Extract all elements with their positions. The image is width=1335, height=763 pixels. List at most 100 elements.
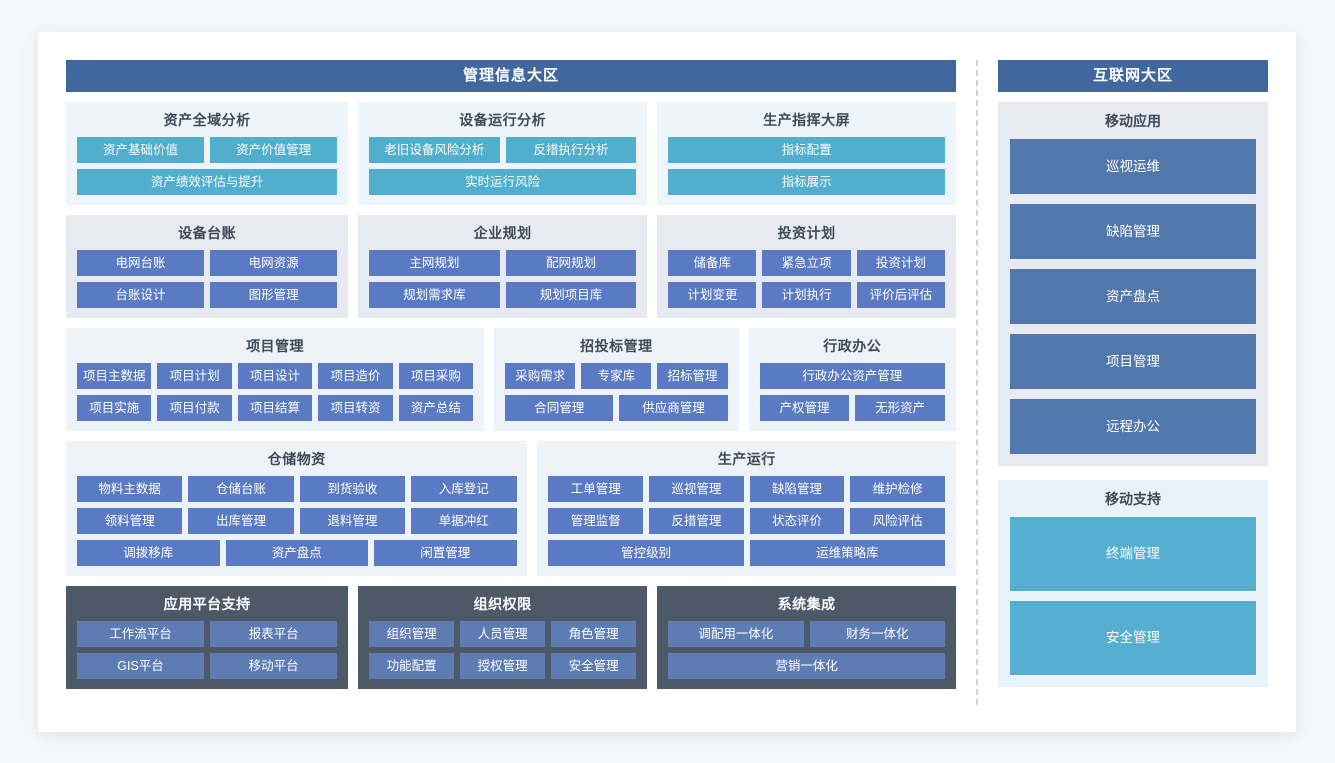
module-tile-指标展示[interactable]: 指标展示: [668, 169, 945, 195]
architecture-diagram-page: 管理信息大区 资产全域分析资产基础价值资产价值管理资产绩效评估与提升设备运行分析…: [38, 32, 1296, 732]
tile-row: 调配用一体化财务一体化: [668, 621, 945, 647]
module-tile-移动平台[interactable]: 移动平台: [210, 653, 338, 679]
card-title: 应用平台支持: [163, 596, 251, 612]
app-tile-项目管理[interactable]: 项目管理: [1010, 334, 1256, 389]
tile-row: 实时运行风险: [369, 169, 637, 195]
module-tile-资产盘点[interactable]: 资产盘点: [225, 540, 368, 566]
module-tile-组织管理[interactable]: 组织管理: [369, 621, 455, 647]
module-tile-无形资产[interactable]: 无形资产: [855, 395, 946, 421]
module-tile-紧急立项[interactable]: 紧急立项: [762, 250, 851, 276]
module-tile-资产总结[interactable]: 资产总结: [398, 395, 474, 421]
module-tile-项目转资[interactable]: 项目转资: [318, 395, 393, 421]
module-tile-招标管理[interactable]: 招标管理: [657, 363, 728, 389]
tile-row: 调拨移库资产盘点闲置管理: [77, 540, 517, 566]
module-tile-行政办公资产管理[interactable]: 行政办公资产管理: [759, 363, 945, 389]
module-tile-电网资源[interactable]: 电网资源: [210, 250, 338, 276]
module-tile-供应商管理[interactable]: 供应商管理: [619, 395, 728, 421]
module-tile-项目计划[interactable]: 项目计划: [157, 363, 232, 389]
module-tile-合同管理[interactable]: 合同管理: [505, 395, 614, 421]
card-body: 物料主数据仓储台账到货验收入库登记领料管理出库管理退料管理单据冲红调拨移库资产盘…: [77, 476, 517, 566]
tile-row: 物料主数据仓储台账到货验收入库登记: [77, 476, 517, 502]
module-tile-入库登记[interactable]: 入库登记: [411, 476, 517, 502]
module-tile-指标配置[interactable]: 指标配置: [668, 137, 945, 163]
module-tile-巡视管理[interactable]: 巡视管理: [649, 476, 744, 502]
module-tile-授权管理[interactable]: 授权管理: [460, 653, 546, 679]
app-tile-缺陷管理[interactable]: 缺陷管理: [1010, 204, 1256, 259]
module-tile-图形管理[interactable]: 图形管理: [210, 282, 338, 308]
module-tile-专家库[interactable]: 专家库: [581, 363, 652, 389]
app-tile-远程办公[interactable]: 远程办公: [1010, 399, 1256, 454]
module-tile-角色管理[interactable]: 角色管理: [551, 621, 637, 647]
module-tile-人员管理[interactable]: 人员管理: [460, 621, 546, 647]
module-tile-领料管理[interactable]: 领料管理: [77, 508, 183, 534]
module-tile-主网规划[interactable]: 主网规划: [369, 250, 500, 276]
card-title: 招投标管理: [580, 338, 653, 354]
module-tile-工单管理[interactable]: 工单管理: [548, 476, 644, 502]
module-tile-项目采购[interactable]: 项目采购: [398, 363, 474, 389]
module-tile-营销一体化[interactable]: 营销一体化: [668, 653, 945, 679]
app-tile-终端管理[interactable]: 终端管理: [1010, 517, 1256, 591]
module-tile-管控级别[interactable]: 管控级别: [548, 540, 744, 566]
module-tile-规划需求库[interactable]: 规划需求库: [369, 282, 500, 308]
module-tile-状态评价[interactable]: 状态评价: [749, 508, 845, 534]
module-tile-计划变更[interactable]: 计划变更: [668, 282, 757, 308]
module-tile-出库管理[interactable]: 出库管理: [188, 508, 294, 534]
module-tile-资产价值管理[interactable]: 资产价值管理: [210, 137, 338, 163]
card-title: 组织权限: [473, 596, 532, 612]
module-tile-老旧设备风险分析[interactable]: 老旧设备风险分析: [369, 137, 500, 163]
module-tile-产权管理[interactable]: 产权管理: [759, 395, 850, 421]
module-tile-风险评估[interactable]: 风险评估: [850, 508, 945, 534]
module-tile-到货验收[interactable]: 到货验收: [299, 476, 406, 502]
module-tile-评价后评估[interactable]: 评价后评估: [856, 282, 945, 308]
module-tile-工作流平台[interactable]: 工作流平台: [77, 621, 205, 647]
card-title: 设备运行分析: [459, 112, 547, 128]
app-tile-安全管理[interactable]: 安全管理: [1010, 601, 1256, 675]
module-tile-采购需求[interactable]: 采购需求: [505, 363, 576, 389]
app-tile-资产盘点[interactable]: 资产盘点: [1010, 269, 1256, 324]
module-tile-反措执行分析[interactable]: 反措执行分析: [505, 137, 637, 163]
module-tile-实时运行风险[interactable]: 实时运行风险: [369, 169, 637, 195]
module-tile-物料主数据[interactable]: 物料主数据: [77, 476, 183, 502]
module-tile-项目付款[interactable]: 项目付款: [157, 395, 232, 421]
module-tile-电网台账[interactable]: 电网台账: [77, 250, 205, 276]
module-tile-安全管理[interactable]: 安全管理: [551, 653, 637, 679]
app-tile-巡视运维[interactable]: 巡视运维: [1010, 139, 1256, 194]
module-tile-投资计划[interactable]: 投资计划: [856, 250, 945, 276]
module-tile-功能配置[interactable]: 功能配置: [369, 653, 455, 679]
tile-row: 行政办公资产管理: [759, 363, 945, 389]
module-tile-缺陷管理[interactable]: 缺陷管理: [749, 476, 845, 502]
module-tile-项目设计[interactable]: 项目设计: [237, 363, 313, 389]
card-body: 资产基础价值资产价值管理资产绩效评估与提升: [77, 137, 338, 195]
module-tile-闲置管理[interactable]: 闲置管理: [374, 540, 517, 566]
module-tile-调配用一体化[interactable]: 调配用一体化: [668, 621, 804, 647]
module-tile-资产绩效评估与提升[interactable]: 资产绩效评估与提升: [77, 169, 338, 195]
module-tile-仓储台账[interactable]: 仓储台账: [188, 476, 294, 502]
module-tile-计划执行[interactable]: 计划执行: [762, 282, 851, 308]
module-tile-台账设计[interactable]: 台账设计: [77, 282, 205, 308]
module-tile-退料管理[interactable]: 退料管理: [299, 508, 406, 534]
module-tile-项目主数据[interactable]: 项目主数据: [77, 363, 152, 389]
module-tile-单据冲红[interactable]: 单据冲红: [411, 508, 517, 534]
tile-row: 管控级别运维策略库: [548, 540, 946, 566]
card-title: 投资计划: [777, 225, 836, 241]
panel-body: 巡视运维缺陷管理资产盘点项目管理远程办公: [1010, 139, 1256, 454]
module-tile-资产基础价值[interactable]: 资产基础价值: [77, 137, 205, 163]
card-招投标管理: 招投标管理采购需求专家库招标管理合同管理供应商管理: [494, 328, 739, 431]
module-tile-项目结算[interactable]: 项目结算: [237, 395, 313, 421]
module-tile-GIS平台[interactable]: GIS平台: [77, 653, 205, 679]
card-body: 老旧设备风险分析反措执行分析实时运行风险: [369, 137, 637, 195]
module-tile-反措管理[interactable]: 反措管理: [649, 508, 744, 534]
module-tile-维护检修[interactable]: 维护检修: [850, 476, 945, 502]
module-tile-财务一体化[interactable]: 财务一体化: [809, 621, 945, 647]
module-tile-配网规划[interactable]: 配网规划: [505, 250, 637, 276]
module-tile-规划项目库[interactable]: 规划项目库: [505, 282, 637, 308]
module-tile-管理监督[interactable]: 管理监督: [548, 508, 644, 534]
module-tile-储备库[interactable]: 储备库: [668, 250, 757, 276]
tile-row: 资产绩效评估与提升: [77, 169, 338, 195]
module-tile-项目实施[interactable]: 项目实施: [77, 395, 152, 421]
module-tile-运维策略库[interactable]: 运维策略库: [749, 540, 946, 566]
module-tile-报表平台[interactable]: 报表平台: [210, 621, 338, 647]
module-tile-项目造价[interactable]: 项目造价: [318, 363, 393, 389]
module-tile-调拨移库[interactable]: 调拨移库: [77, 540, 220, 566]
